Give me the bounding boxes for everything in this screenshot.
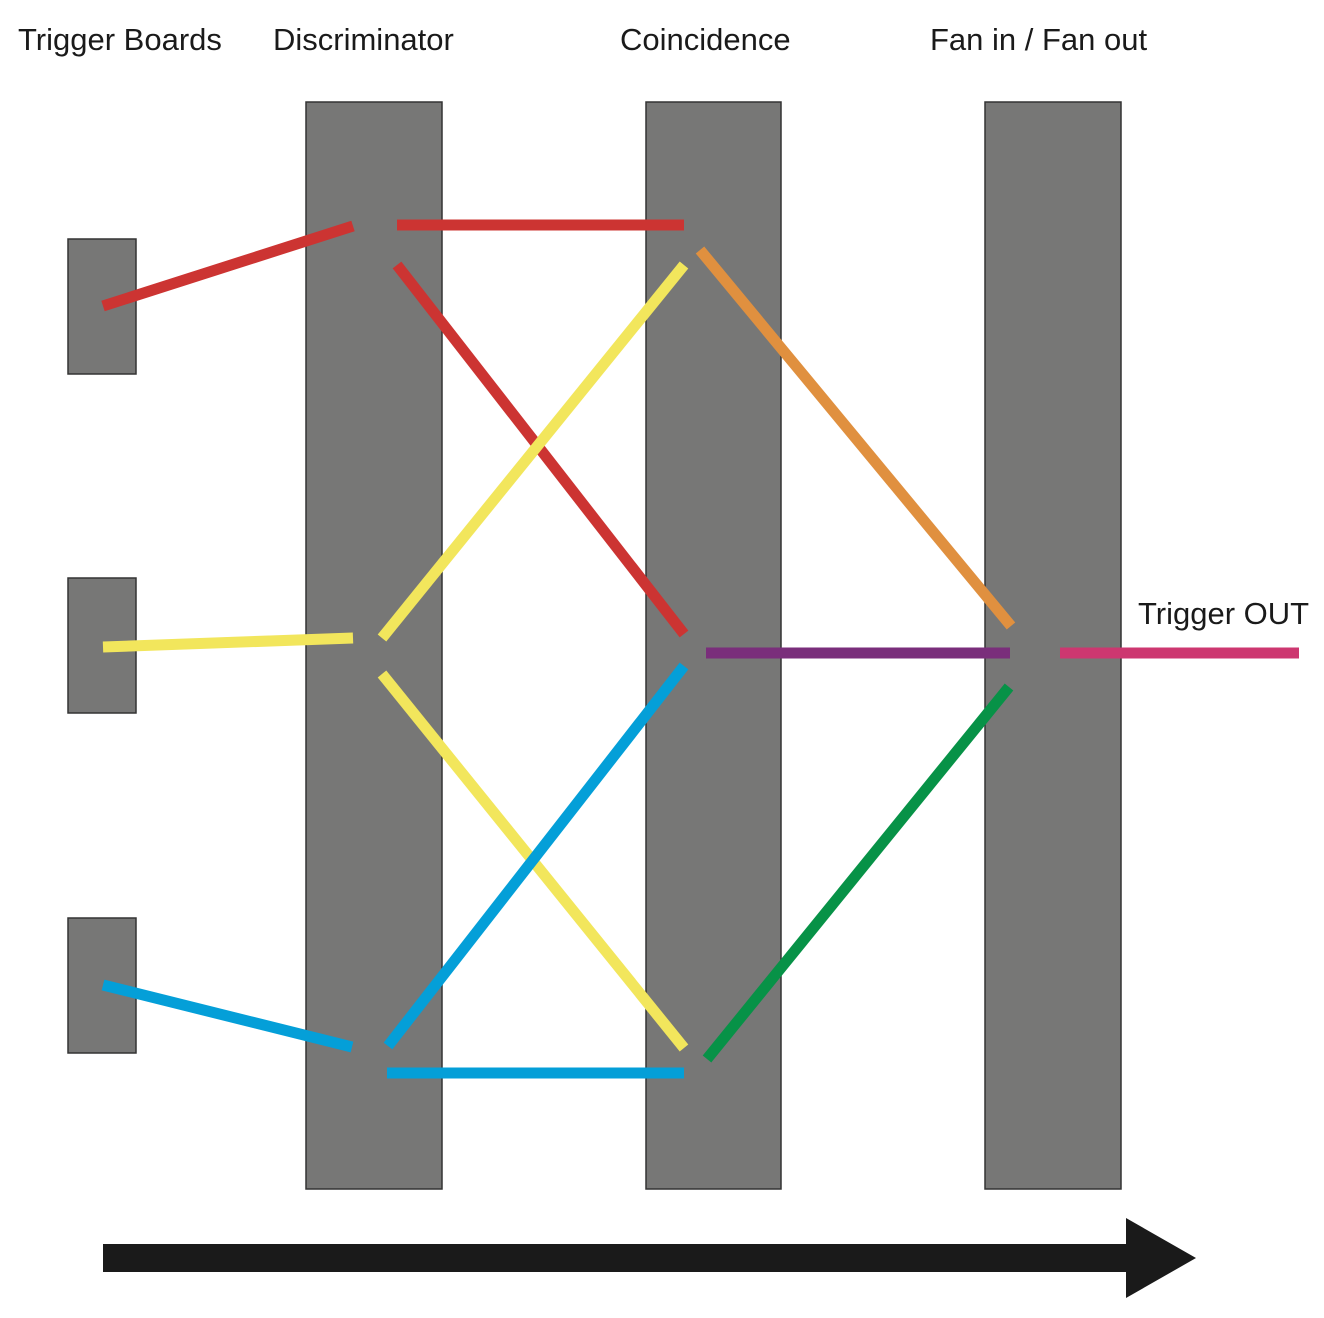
label-discriminator: Discriminator: [273, 22, 454, 57]
orange-cable-coincidence-to-fan: [695, 246, 1016, 630]
red-cable-board-to-discriminator: [101, 220, 355, 312]
blue-cable-up-diagonal: [383, 662, 689, 1050]
green-cable-coincidence-to-fan: [702, 683, 1014, 1063]
label-coincidence: Coincidence: [620, 22, 791, 57]
label-fan-in-fan-out: Fan in / Fan out: [930, 22, 1148, 57]
fan-in-fan-out-module: [984, 101, 1122, 1190]
blue-cable-board-to-discriminator: [101, 979, 354, 1053]
label-trigger-boards: Trigger Boards: [18, 22, 222, 57]
discriminator-module: [305, 101, 443, 1190]
label-trigger-out: Trigger OUT: [1138, 596, 1310, 631]
trigger-board-1: [67, 238, 137, 375]
yellow-cable-board-to-discriminator: [102, 632, 354, 653]
signal-flow-arrow: [103, 1218, 1196, 1298]
yellow-cable-up-diagonal: [377, 261, 689, 642]
